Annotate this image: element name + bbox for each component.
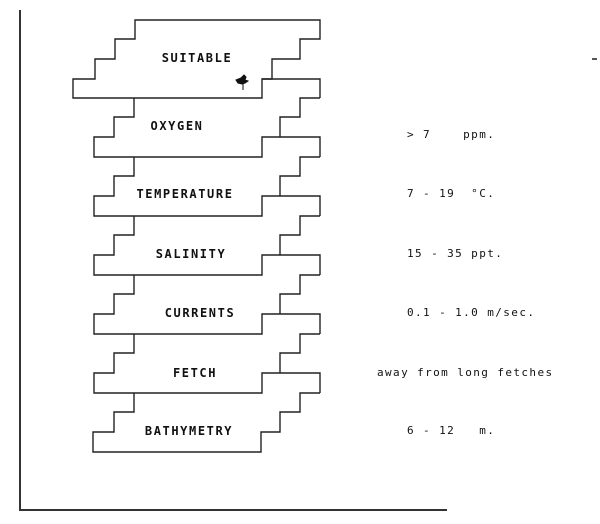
value-bathymetry: 6 - 12 m. xyxy=(407,424,496,437)
value-fetch: away from long fetches xyxy=(377,366,554,379)
value-currents: 0.1 - 1.0 m/sec. xyxy=(407,306,536,319)
value-salinity: 15 - 35 ppt. xyxy=(407,247,504,260)
value-oxygen: > 7 ppm. xyxy=(407,128,496,141)
stray-tick-mark xyxy=(592,58,597,60)
block-label-currents: CURRENTS xyxy=(164,306,236,320)
block-temperature xyxy=(93,157,321,217)
block-label-bathymetry: BATHYMETRY xyxy=(144,424,234,438)
block-oxygen xyxy=(93,98,321,158)
fish-mark-icon xyxy=(235,74,250,90)
value-temperature: 7 - 19 °C. xyxy=(407,187,496,200)
frame-bottom-border xyxy=(19,509,447,511)
block-label-suitable: SUITABLE xyxy=(161,51,233,65)
block-label-temperature: TEMPERATURE xyxy=(136,187,234,201)
block-currents xyxy=(93,275,321,335)
block-suitable xyxy=(72,19,321,99)
block-label-salinity: SALINITY xyxy=(155,247,227,261)
block-label-oxygen: OXYGEN xyxy=(150,119,204,133)
block-salinity xyxy=(93,216,321,276)
block-fetch xyxy=(93,334,321,394)
block-label-fetch: FETCH xyxy=(172,366,218,380)
frame-left-border xyxy=(19,10,21,510)
block-bathymetry xyxy=(92,392,320,453)
